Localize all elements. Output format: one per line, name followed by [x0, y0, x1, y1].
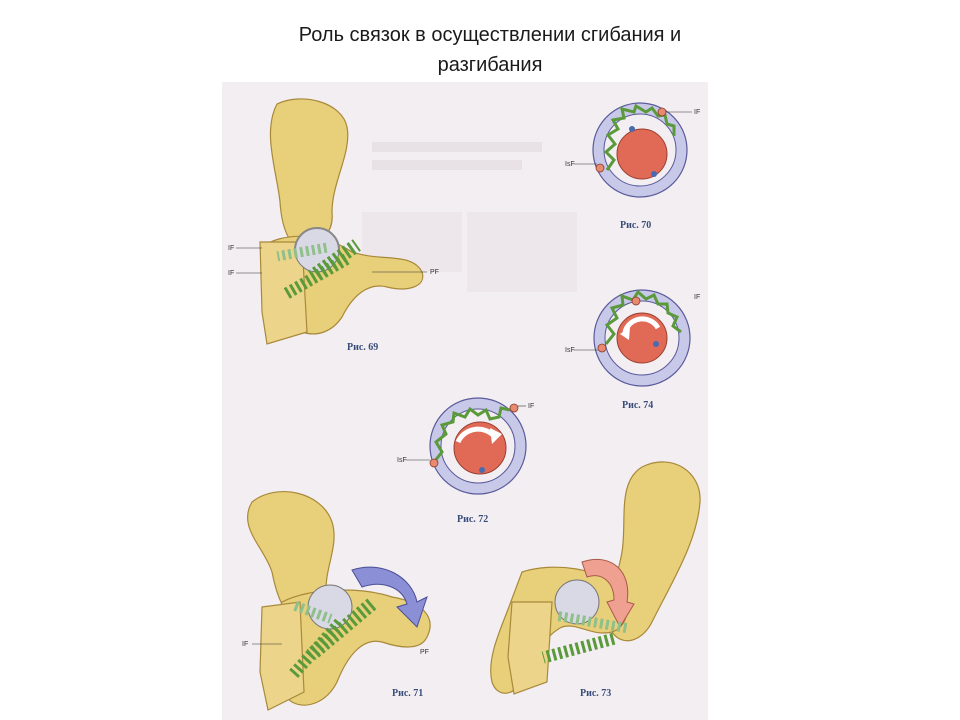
figure-73: Рис. 73	[490, 461, 701, 699]
fig73-caption: Рис. 73	[580, 688, 611, 699]
fig71-label-pf: PF	[420, 649, 429, 656]
book-page-scan: IF IF PF Рис. 69 IF IsF Рис. 70	[222, 82, 708, 720]
figure-72: IF IsF Рис. 72	[397, 397, 534, 525]
fig69-label-if-1: IF	[228, 245, 234, 252]
fig70-label-isf: IsF	[565, 161, 575, 168]
fig71-caption: Рис. 71	[392, 688, 423, 699]
slide-title-line2: разгибания	[437, 54, 543, 76]
anatomy-illustrations: IF IF PF Рис. 69 IF IsF Рис. 70	[228, 98, 701, 711]
fig74-label-isf: IsF	[565, 347, 575, 354]
bleed-through-text	[362, 142, 577, 292]
fig74-caption: Рис. 74	[622, 400, 653, 411]
figure-74: IF IsF Рис. 74	[565, 289, 700, 411]
fig71-label-if: IF	[242, 641, 248, 648]
figure-71: IF PF Рис. 71	[242, 491, 431, 711]
figure-69: IF IF PF Рис. 69	[228, 98, 439, 353]
slide-title: Роль связок в осуществлении сгибания и р…	[230, 20, 750, 80]
figure-70: IF IsF Рис. 70	[565, 102, 700, 231]
fig70-caption: Рис. 70	[620, 220, 651, 231]
fig69-caption: Рис. 69	[347, 342, 378, 353]
fig69-label-pf: PF	[430, 269, 439, 276]
fig72-label-isf: IsF	[397, 457, 407, 464]
slide-title-line1: Роль связок в осуществлении сгибания и	[298, 24, 682, 46]
fig70-label-if: IF	[694, 109, 700, 116]
fig72-caption: Рис. 72	[457, 514, 488, 525]
fig74-label-if: IF	[694, 294, 700, 301]
fig69-label-if-2: IF	[228, 270, 234, 277]
fig72-label-if: IF	[528, 403, 534, 410]
